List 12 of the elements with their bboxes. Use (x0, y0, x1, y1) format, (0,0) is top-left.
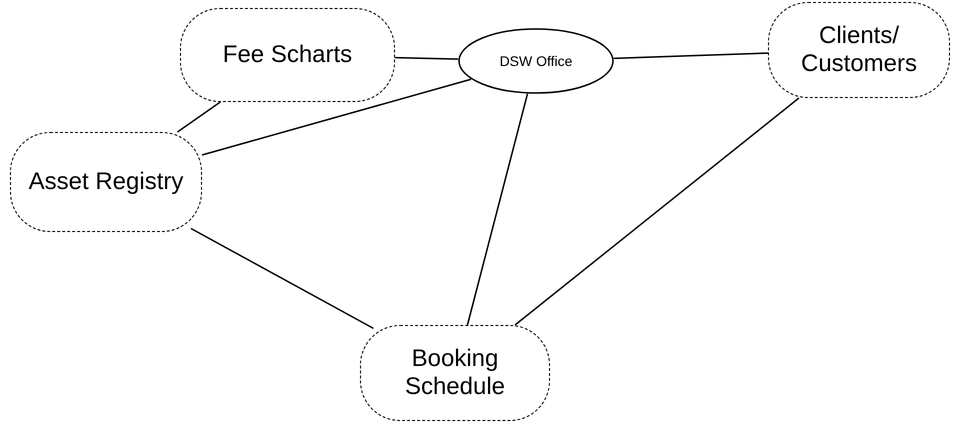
node-label: Fee Scharts (222, 41, 352, 69)
node-label: DSW Office (500, 53, 572, 69)
node-label: Asset Registry (28, 168, 184, 196)
connector-line (202, 78, 472, 156)
connector-line (190, 228, 374, 330)
connector-line (177, 101, 221, 133)
connector-line (466, 94, 528, 326)
node-label: Booking Schedule (404, 345, 506, 401)
connector-line (514, 97, 800, 326)
connector-line (394, 56, 458, 60)
node-label: Clients/ Customers (800, 22, 918, 78)
connector-line (614, 52, 768, 60)
